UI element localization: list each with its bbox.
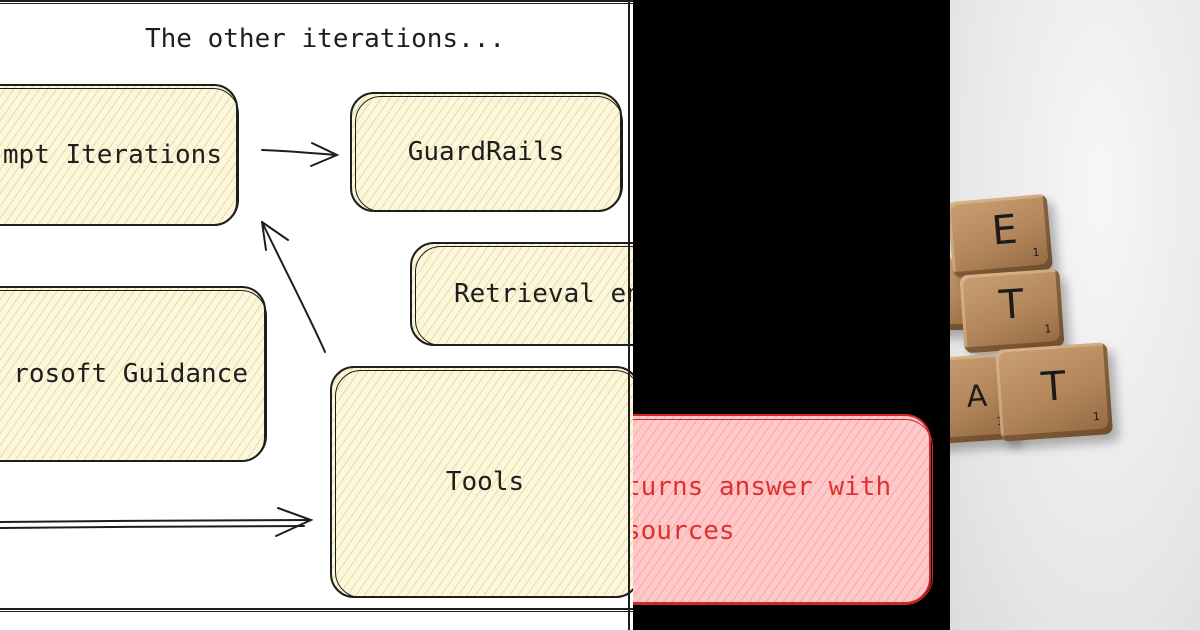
node-label: Tools: [445, 467, 525, 497]
frame-top-border: [0, 0, 633, 4]
frame-bottom-border: [0, 608, 633, 612]
tile-score: 1: [1092, 409, 1101, 424]
tile-t: T 1: [994, 342, 1114, 442]
node-label: rosoft Guidance: [13, 359, 248, 389]
middle-panel: turns answer with sources: [633, 0, 950, 630]
node-label: GuardRails: [407, 137, 565, 167]
tile-letter: T: [1039, 363, 1068, 411]
node-label: Retrieval en: [454, 279, 633, 309]
node-microsoft-guidance[interactable]: rosoft Guidance: [0, 286, 267, 462]
returns-line-1: turns answer with: [633, 472, 892, 502]
arrow-to-tools: [0, 507, 314, 537]
arrow-prompt-to-guardrails: [261, 142, 340, 167]
diagram-arrows: [0, 142, 340, 537]
tile-e: E 1: [950, 193, 1054, 279]
tile-score: 1: [1043, 322, 1052, 336]
tile-score: 1: [1032, 245, 1041, 260]
node-label: mpt Iterations: [2, 140, 222, 170]
node-tools[interactable]: Tools: [330, 366, 633, 598]
frame-right-border: [628, 0, 630, 630]
diagram-title: The other iterations...: [145, 24, 506, 54]
diagram-panel: The other iterations... mpt Iterations G…: [0, 0, 633, 630]
tile-t: T 1: [959, 268, 1065, 354]
photo-panel: E 1 T 1 A 1 T 1: [950, 0, 1200, 630]
node-retrieval[interactable]: Retrieval en: [410, 242, 633, 346]
returns-line-2: sources: [633, 516, 735, 546]
arrow-guidance-to-prompt: [261, 221, 326, 353]
node-returns-answer[interactable]: turns answer with sources: [633, 414, 933, 605]
